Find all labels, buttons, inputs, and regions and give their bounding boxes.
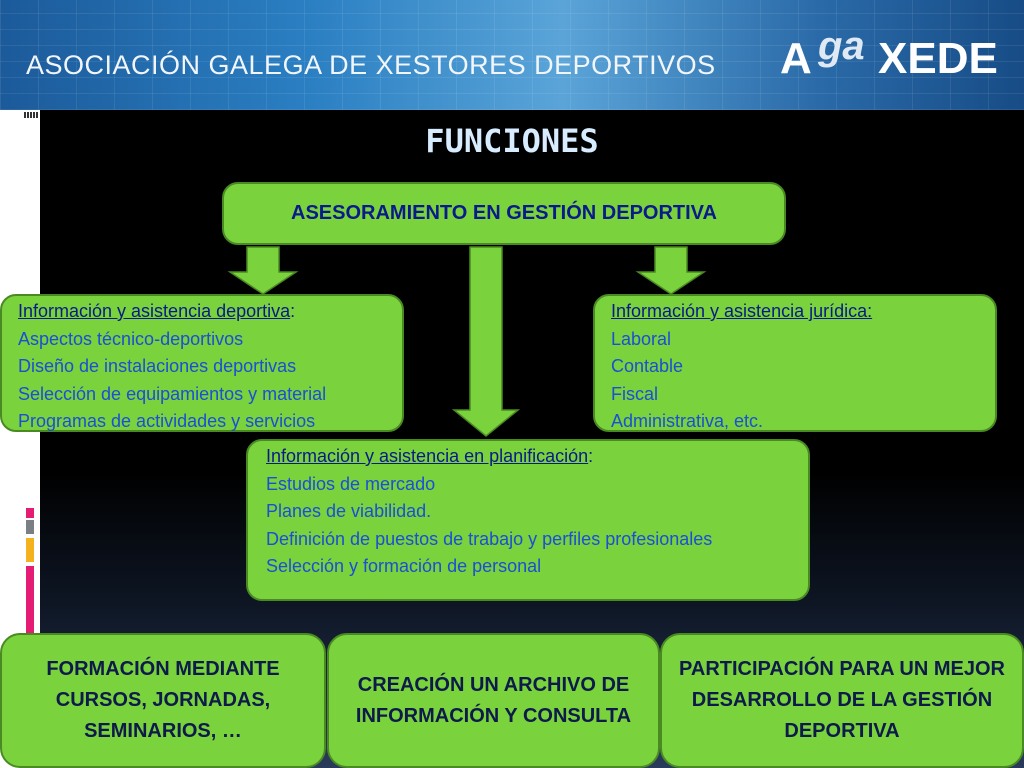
list-item: Estudios de mercado bbox=[266, 473, 436, 494]
list-item: Selección y formación de personal bbox=[266, 556, 542, 576]
list-item: Contable bbox=[611, 356, 684, 376]
logo-letters-ga: ga bbox=[818, 24, 865, 68]
header-background-pattern bbox=[0, 0, 1024, 110]
box-heading: Información y asistencia jurídica: bbox=[611, 298, 983, 326]
decor-marker bbox=[26, 566, 34, 636]
box-heading: Información y asistencia deportiva: bbox=[18, 298, 390, 326]
list-item: Programas de actividades y servicios bbox=[18, 411, 316, 431]
organization-name: ASOCIACIÓN GALEGA DE XESTORES DEPORTIVOS bbox=[26, 50, 716, 80]
root-box-asesoramiento: ASESORAMIENTO EN GESTIÓN DEPORTIVA bbox=[222, 182, 786, 245]
list-item: Planes de viabilidad. bbox=[266, 501, 432, 521]
list-item: Aspectos técnico-deportivos bbox=[18, 328, 244, 349]
list-item: Selección de equipamientos y material bbox=[18, 383, 327, 404]
box-formacion: FORMACIÓN MEDIANTE CURSOS, JORNADAS, SEM… bbox=[0, 633, 326, 768]
box-participacion: PARTICIPACIÓN PARA UN MEJOR DESARROLLO D… bbox=[660, 633, 1024, 768]
box-heading-text: Información y asistencia en planificació… bbox=[266, 446, 589, 466]
list-item: Diseño de instalaciones deportivas bbox=[18, 356, 297, 376]
box-archivo-text: CREACIÓN UN ARCHIVO DE INFORMACIÓN Y CON… bbox=[355, 673, 632, 727]
decor-marker bbox=[26, 538, 34, 562]
list-item: Administrativa, etc. bbox=[611, 411, 764, 431]
agaxede-logo: A ga XEDE bbox=[780, 24, 1000, 100]
box-heading-text: Información y asistencia deportiva bbox=[18, 301, 291, 321]
box-archivo-informacion: CREACIÓN UN ARCHIVO DE INFORMACIÓN Y CON… bbox=[327, 633, 660, 768]
header-banner: ASOCIACIÓN GALEGA DE XESTORES DEPORTIVOS… bbox=[0, 0, 1024, 110]
list-item: Definición de puestos de trabajo y perfi… bbox=[266, 528, 713, 549]
box-heading-text: Información y asistencia jurídica: bbox=[611, 301, 873, 321]
logo-letter-a: A bbox=[780, 34, 812, 83]
box-heading-suffix: : bbox=[588, 446, 594, 466]
box-heading: Información y asistencia en planificació… bbox=[266, 443, 796, 471]
box-asistencia-deportiva: Información y asistencia deportiva: Aspe… bbox=[0, 294, 404, 432]
decor-tick-marks bbox=[24, 112, 38, 118]
box-asistencia-planificacion: Información y asistencia en planificació… bbox=[246, 439, 810, 601]
box-asistencia-juridica: Información y asistencia jurídica: Labor… bbox=[593, 294, 997, 432]
box-participacion-text: PARTICIPACIÓN PARA UN MEJOR DESARROLLO D… bbox=[679, 658, 1005, 742]
logo-letters-xede: XEDE bbox=[878, 34, 998, 83]
list-item: Laboral bbox=[611, 328, 672, 349]
decor-marker bbox=[26, 508, 34, 518]
slide-title: FUNCIONES bbox=[425, 122, 599, 160]
box-heading-suffix: : bbox=[290, 301, 296, 321]
box-formacion-text: FORMACIÓN MEDIANTE CURSOS, JORNADAS, SEM… bbox=[46, 658, 280, 742]
list-item: Fiscal bbox=[611, 383, 659, 404]
decor-marker bbox=[26, 520, 34, 534]
